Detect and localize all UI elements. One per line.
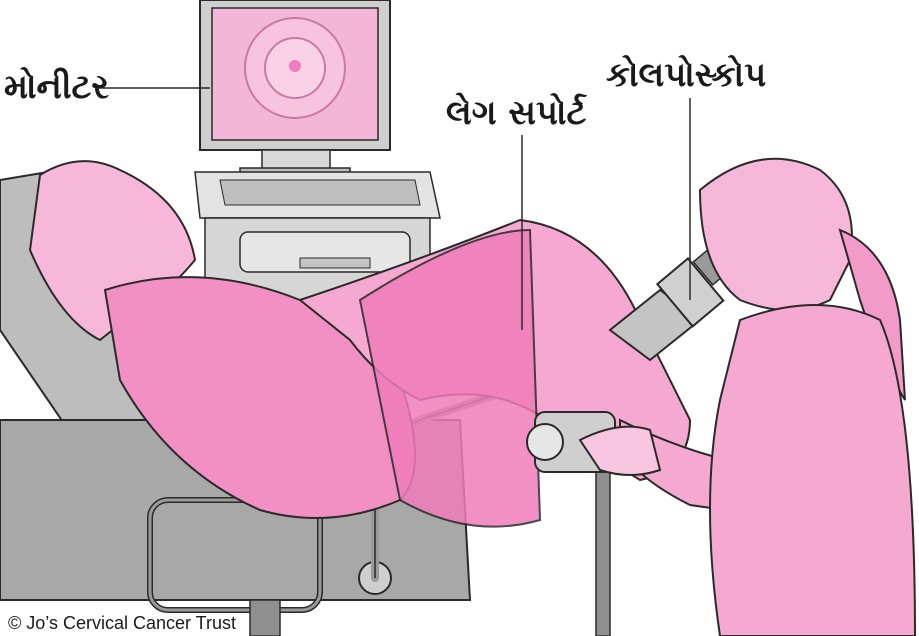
leg-support-label: લેગ સપોર્ટ [446, 96, 586, 130]
colposcope-label: કોલપોસ્કોપ [606, 58, 766, 92]
monitor-label: મોનીટર [4, 70, 109, 104]
monitor [200, 0, 390, 178]
copyright-notice: © Jo’s Cervical Cancer Trust [8, 613, 236, 634]
